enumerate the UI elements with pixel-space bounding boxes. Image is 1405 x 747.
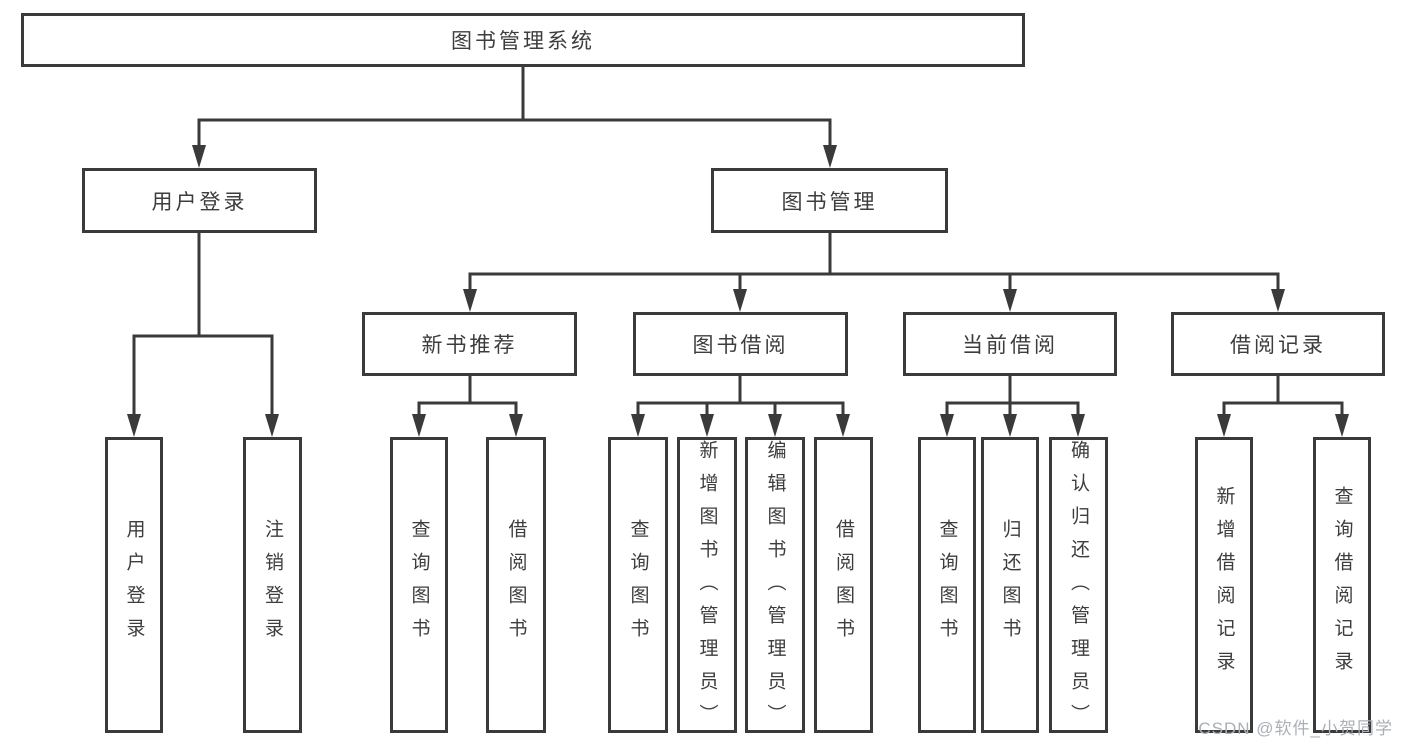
leaf-add-borrow-record: 新增借阅记录 [1195,437,1253,733]
leaf-query-books-borrowing: 查询图书 [608,437,668,733]
node-book-management: 图书管理 [711,168,948,233]
leaf-edit-books-admin: 编辑图书（管理员） [745,437,805,737]
node-user-login: 用户登录 [82,168,317,233]
leaf-query-books-recommend: 查询图书 [390,437,448,733]
node-new-book-recommend: 新书推荐 [362,312,577,376]
leaf-return-books: 归还图书 [981,437,1039,733]
node-current-borrowing: 当前借阅 [903,312,1117,376]
leaf-query-books-current: 查询图书 [918,437,976,733]
leaf-borrow-books-borrowing: 借阅图书 [814,437,873,733]
node-library-management-system: 图书管理系统 [21,13,1025,67]
leaf-logout: 注销登录 [243,437,302,733]
leaf-query-borrow-record: 查询借阅记录 [1313,437,1371,733]
leaf-confirm-return-admin: 确认归还（管理员） [1049,437,1108,737]
csdn-watermark: CSDN @软件_小贺同学 [1198,719,1393,738]
node-book-borrowing: 图书借阅 [633,312,848,376]
leaf-add-books-admin: 新增图书（管理员） [677,437,737,737]
node-borrow-records: 借阅记录 [1171,312,1385,376]
leaf-user-login: 用户登录 [105,437,163,733]
leaf-borrow-books-recommend: 借阅图书 [486,437,546,733]
